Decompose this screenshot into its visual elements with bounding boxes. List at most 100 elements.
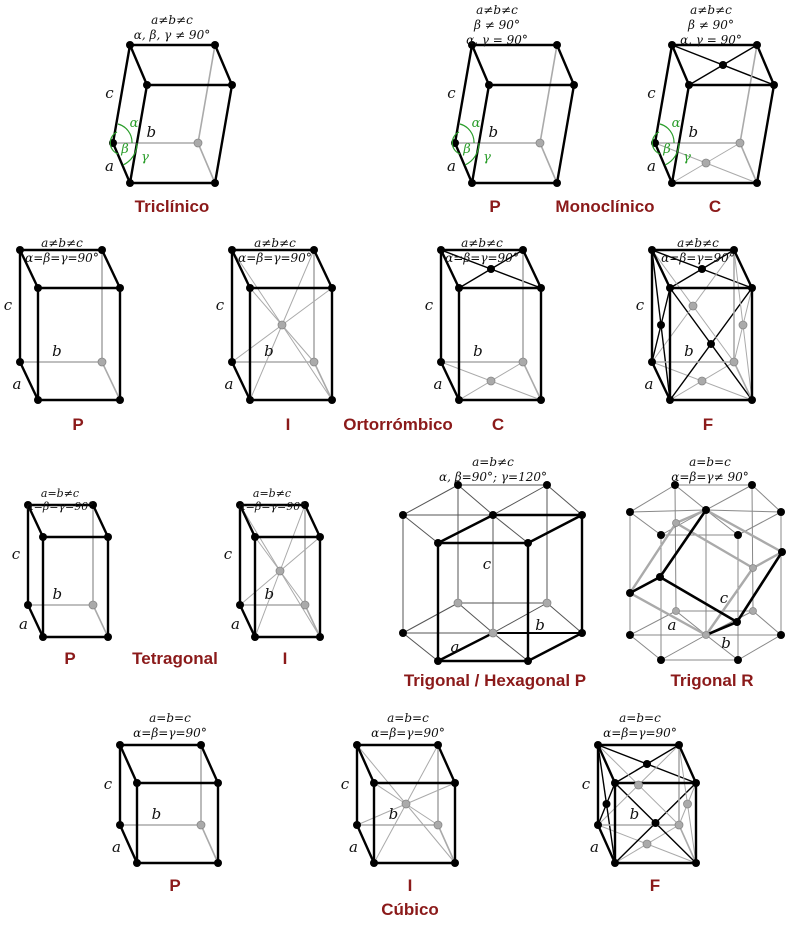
cell-edge xyxy=(436,631,495,663)
hidden-lattice-point xyxy=(433,820,443,830)
axis-label-a: a xyxy=(105,157,114,175)
edge xyxy=(230,248,252,290)
lattice-point xyxy=(537,396,545,404)
body-diagonal xyxy=(254,536,281,572)
hidden-cell-edge xyxy=(674,508,708,525)
body-diagonal xyxy=(279,536,321,572)
hidden-cell-edge xyxy=(751,550,784,570)
lattice-point xyxy=(116,821,124,829)
lattice-condition: α=β=γ=90° xyxy=(661,251,735,265)
hexagon-spoke xyxy=(705,484,753,511)
body-diagonal xyxy=(239,570,281,606)
lattice-point xyxy=(734,656,742,664)
hidden-cell-edge xyxy=(628,591,708,637)
hidden-lattice-point xyxy=(749,564,757,572)
crystal-system-label: Monoclínico xyxy=(555,197,654,216)
hidden-lattice-point xyxy=(688,301,698,311)
axis-label-b: b xyxy=(488,123,498,141)
lattice-condition: α=β=γ=90° xyxy=(26,500,94,513)
crystal-system-label: Cúbico xyxy=(381,900,439,919)
axis-label-c: c xyxy=(224,545,233,563)
hidden-lattice-point xyxy=(749,607,757,615)
lattice-point xyxy=(126,41,134,49)
lattice-point xyxy=(753,179,761,187)
unit-cell-12 xyxy=(353,741,459,867)
hexagon-edge xyxy=(629,484,676,513)
lattice-point xyxy=(519,246,527,254)
angle-arc-alpha xyxy=(659,123,675,144)
lattice-type-label: P xyxy=(72,415,83,434)
lattice-point xyxy=(434,741,442,749)
axis-label-c: c xyxy=(647,84,656,102)
lattice-type-label: Trigonal R xyxy=(670,671,753,690)
hexagon-spoke xyxy=(492,514,529,544)
hidden-lattice-point xyxy=(196,820,206,830)
lattice-point xyxy=(434,657,442,665)
hidden-cell-edge xyxy=(628,521,678,595)
hidden-lattice-point xyxy=(193,138,203,148)
angle-arc-alpha xyxy=(117,123,133,144)
axis-label-a: a xyxy=(451,638,460,656)
edge xyxy=(555,43,576,87)
body-diagonal xyxy=(405,803,456,864)
lattice-point xyxy=(666,284,674,292)
lattice-point xyxy=(39,533,47,541)
lattice-point xyxy=(437,246,445,254)
lattice-point xyxy=(770,81,778,89)
unit-cell-3 xyxy=(16,246,124,404)
body-diagonal xyxy=(231,324,283,363)
lattice-point xyxy=(485,81,493,89)
lattice-point xyxy=(228,81,236,89)
hexagon-edge xyxy=(402,484,459,516)
lattice-type-label: F xyxy=(703,415,713,434)
alpha-label: α xyxy=(472,116,481,131)
hidden-edge xyxy=(304,604,321,638)
lattice-point xyxy=(197,741,205,749)
lattice-point xyxy=(455,396,463,404)
edge xyxy=(670,83,691,185)
lattice-type-label: P xyxy=(489,197,500,216)
axis-label-c: c xyxy=(341,775,350,793)
body-diagonal xyxy=(405,803,439,826)
lattice-point xyxy=(537,284,545,292)
edge xyxy=(439,360,461,402)
beta-label: β xyxy=(462,142,471,157)
lattice-condition: a=b=c xyxy=(387,711,429,725)
hidden-lattice-point xyxy=(488,628,498,638)
cell-edge xyxy=(628,575,662,595)
body-diagonal xyxy=(279,570,321,638)
lattice-condition: a≠b≠c xyxy=(461,236,503,250)
axis-label-a: a xyxy=(434,375,443,393)
hidden-edge xyxy=(92,604,109,638)
axis-label-c: c xyxy=(216,296,225,314)
beta-label: β xyxy=(662,142,671,157)
lattice-point xyxy=(668,41,676,49)
lattice-point xyxy=(611,779,619,787)
edge xyxy=(670,43,691,87)
axis-label-a: a xyxy=(13,375,22,393)
axis-label-b: b xyxy=(535,616,545,634)
axis-label-c: c xyxy=(582,775,591,793)
hidden-lattice-point xyxy=(518,357,528,367)
lattice-point xyxy=(671,481,679,489)
lattice-point xyxy=(692,859,700,867)
axis-label-a: a xyxy=(645,375,654,393)
lattice-type-label: I xyxy=(286,415,291,434)
lattice-point xyxy=(594,741,602,749)
lattice-point xyxy=(451,779,459,787)
edge xyxy=(26,603,45,639)
lattice-point xyxy=(104,533,112,541)
hexagon-spoke xyxy=(629,509,707,513)
lattice-point xyxy=(675,741,683,749)
lattice-point xyxy=(657,321,665,329)
axis-label-c: c xyxy=(12,545,21,563)
unit-cell-9 xyxy=(399,481,586,665)
lattice-point xyxy=(353,741,361,749)
lattice-point xyxy=(626,631,634,639)
lattice-point xyxy=(116,284,124,292)
lattice-condition: a≠b≠c xyxy=(677,236,719,250)
edge xyxy=(118,823,139,865)
body-diagonal xyxy=(356,744,407,805)
cell-edge xyxy=(526,513,584,545)
lattice-point xyxy=(685,81,693,89)
